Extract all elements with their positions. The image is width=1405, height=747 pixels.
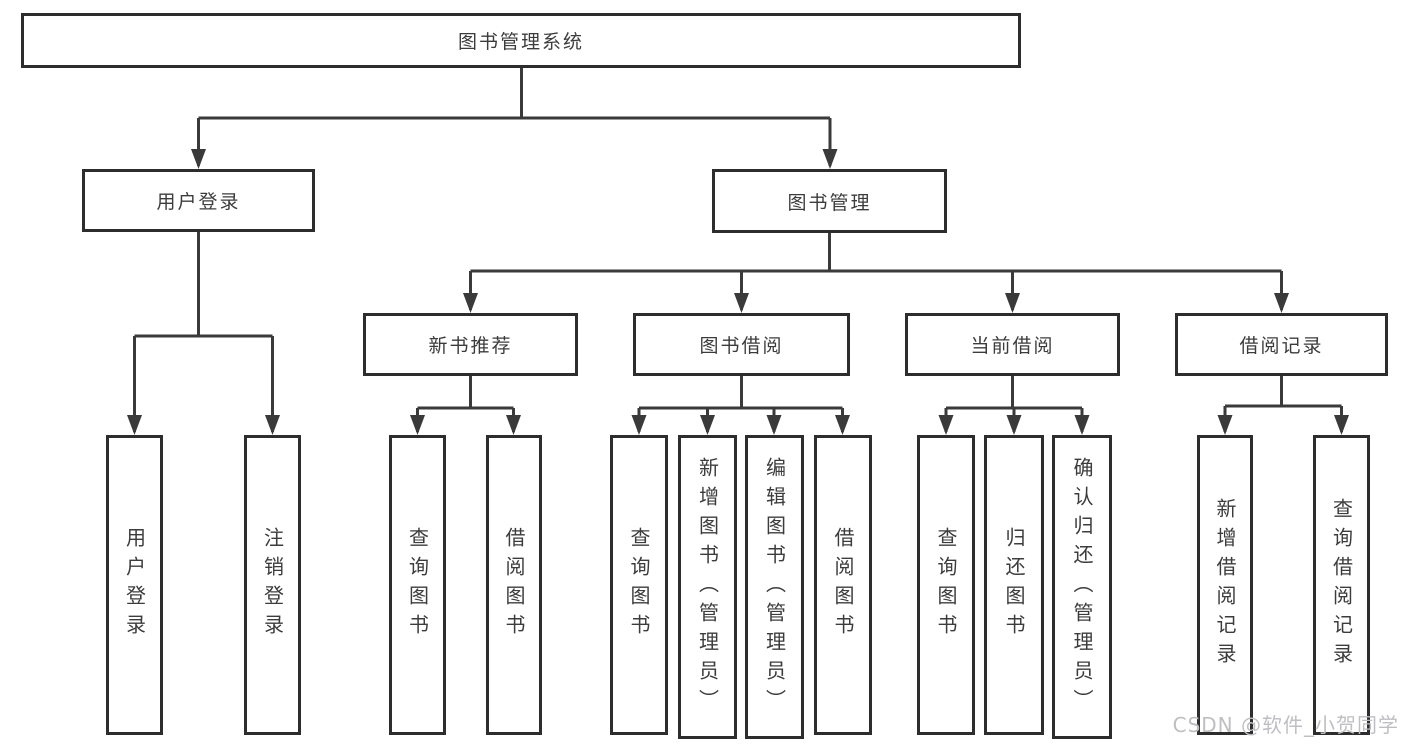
leaf-borrow-books-recommend: 借阅图书 — [486, 435, 542, 735]
leaf-query-books-borrow: 查询图书 — [610, 435, 668, 735]
leaf-query-books-current: 查询图书 — [917, 435, 975, 735]
leaf-add-book-admin: 新增图书（管理员） — [678, 435, 737, 739]
node-current-borrow: 当前借阅 — [905, 313, 1120, 376]
leaf-return-books: 归还图书 — [984, 435, 1044, 735]
leaf-query-books-recommend: 查询图书 — [389, 435, 446, 735]
leaf-borrow-books: 借阅图书 — [814, 435, 872, 735]
node-book-borrow: 图书借阅 — [633, 313, 850, 376]
connector-arrows — [127, 118, 1349, 435]
node-borrow-records: 借阅记录 — [1175, 313, 1388, 376]
watermark: CSDN @软件_小贺同学 — [1172, 713, 1399, 737]
node-new-book-recommend: 新书推荐 — [363, 313, 578, 376]
leaf-user-login: 用户登录 — [106, 435, 163, 735]
node-user-login: 用户登录 — [82, 169, 315, 232]
leaf-add-borrow-record: 新增借阅记录 — [1197, 435, 1253, 735]
leaf-query-borrow-record: 查询借阅记录 — [1313, 435, 1370, 735]
leaf-logout: 注销登录 — [244, 435, 301, 735]
node-book-management: 图书管理 — [712, 169, 947, 233]
node-root: 图书管理系统 — [21, 13, 1021, 68]
leaf-edit-book-admin: 编辑图书（管理员） — [745, 435, 804, 739]
connector-rails — [134, 68, 1342, 410]
leaf-confirm-return-admin: 确认归还（管理员） — [1052, 435, 1112, 739]
